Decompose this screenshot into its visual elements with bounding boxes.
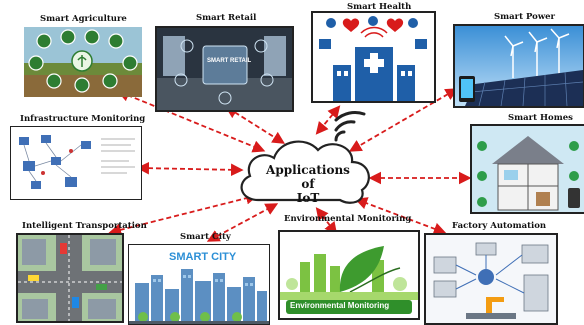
arrow-factory: [354, 197, 447, 235]
cloud-shape: [240, 140, 370, 204]
arrow-transportation: [108, 192, 259, 236]
panel-smart-health: [311, 11, 436, 103]
panel-smart-city: SMART CITY: [128, 244, 270, 325]
arrow-retail: [224, 106, 286, 144]
arrow-power: [348, 88, 459, 152]
retail-sign-text: SMART RETAIL: [207, 58, 252, 64]
panel-intelligent-transportation: [16, 233, 124, 323]
agriculture-illustration: [24, 27, 142, 97]
label-smart-retail: Smart Retail: [196, 13, 257, 23]
arrow-city: [206, 203, 279, 242]
infrastructure-illustration: [11, 127, 141, 199]
label-infrastructure-monitoring: Infrastructure Monitoring: [20, 114, 146, 124]
arrow-agriculture: [116, 89, 266, 153]
label-intelligent-transportation: Intelligent Transportation: [22, 221, 147, 231]
city-illustration: [129, 245, 269, 324]
factory-illustration: [426, 235, 556, 323]
panel-smart-homes: [470, 124, 584, 214]
panel-smart-retail: SMART RETAIL: [155, 26, 294, 112]
label-smart-homes: Smart Homes: [508, 113, 573, 123]
city-sign-text: SMART CITY: [169, 251, 237, 263]
label-factory-automation: Factory Automation: [452, 221, 547, 231]
label-smart-city: Smart City: [180, 232, 231, 242]
arrow-environment: [315, 207, 338, 235]
panel-smart-power: [453, 24, 584, 108]
panel-environmental-monitoring: Environmental Monitoring: [278, 230, 420, 320]
center-title-line1: Applications of: [266, 163, 350, 191]
power-illustration: [455, 26, 583, 106]
panel-factory-automation: [424, 233, 558, 325]
arrow-health: [315, 105, 341, 135]
retail-illustration: [157, 28, 292, 110]
environment-banner-text: Environmental Monitoring: [290, 301, 390, 310]
label-smart-health: Smart Health: [347, 2, 412, 12]
center-title: Applications of IoT: [258, 163, 358, 205]
label-environmental-monitoring: Environmental Monitoring: [284, 214, 412, 224]
health-illustration: [313, 13, 434, 101]
transportation-illustration: [18, 235, 122, 321]
environment-illustration: [280, 232, 418, 318]
wifi-signal-icon: [334, 111, 366, 142]
homes-illustration: [472, 126, 584, 212]
panel-smart-agriculture: [24, 27, 142, 97]
panel-infrastructure-monitoring: [10, 126, 142, 200]
arrow-infrastructure: [136, 161, 244, 177]
center-title-line2: IoT: [296, 191, 320, 205]
label-smart-power: Smart Power: [494, 12, 556, 22]
label-smart-agriculture: Smart Agriculture: [40, 14, 127, 24]
